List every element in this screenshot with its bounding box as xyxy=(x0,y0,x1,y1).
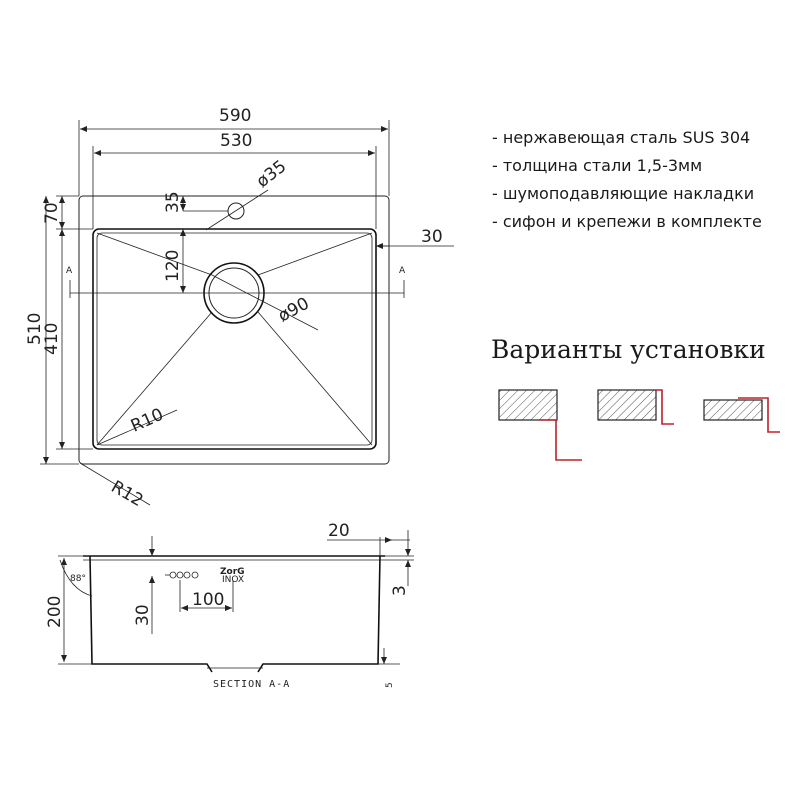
svg-text:INOX: INOX xyxy=(222,575,244,585)
dim-hole-diameter: ø35 xyxy=(253,156,291,191)
dim-drain-offset: 120 xyxy=(163,250,183,282)
dim-rim-height: 70 xyxy=(42,202,62,224)
section-marker-right: A xyxy=(399,266,406,276)
feature-item: - нержавеющая сталь SUS 304 xyxy=(492,128,751,147)
dim-outer-depth: 510 xyxy=(25,313,45,345)
inner-bowl-edge xyxy=(96,232,373,446)
dim-inner-radius: R10 xyxy=(128,405,167,437)
dim-side-gap: 30 xyxy=(421,227,443,247)
install-title: Варианты установки xyxy=(491,335,766,364)
dim-outer-width: 590 xyxy=(219,106,251,126)
section-rim-step: 20 xyxy=(328,521,350,541)
dim-hole-offset: 35 xyxy=(163,191,183,213)
top-view: A A 590 530 ø35 35 120 70 510 4 xyxy=(25,106,454,511)
section-height: 200 xyxy=(45,596,65,628)
section-bottom-step: 5 xyxy=(385,682,395,688)
install-variant-undermount xyxy=(498,389,582,461)
inner-bowl xyxy=(92,228,377,450)
overflow-holes-icon xyxy=(165,571,199,579)
dim-inner-depth: 410 xyxy=(42,323,62,355)
feature-item: - сифон и крепежи в комплекте xyxy=(492,212,762,231)
section-angle: 88° xyxy=(70,574,86,584)
feature-item: - толщина стали 1,5-3мм xyxy=(492,156,703,175)
feature-list: - нержавеющая сталь SUS 304 - толщина ст… xyxy=(492,124,762,236)
brand-logo: ZorG INOX xyxy=(220,567,245,585)
section-drain-height: 30 xyxy=(133,604,153,626)
svg-text:ZorG: ZorG xyxy=(220,567,245,577)
install-variant-flush xyxy=(597,389,674,425)
install-variant-overmount xyxy=(703,397,780,433)
section-lip: 3 xyxy=(390,585,410,596)
dim-outer-radius: R12 xyxy=(108,477,147,511)
section-view: 88° 200 30 100 ZorG INOX 2 xyxy=(45,521,414,690)
dim-inner-width: 530 xyxy=(220,131,252,151)
section-drain-spacing: 100 xyxy=(192,590,224,610)
section-marker-left: A xyxy=(66,266,73,276)
install-variants xyxy=(498,389,780,461)
feature-item: - шумоподавляющие накладки xyxy=(492,184,755,203)
section-label: SECTION A-A xyxy=(213,679,290,690)
dim-drain-diameter: ø90 xyxy=(275,294,313,327)
outer-rim xyxy=(78,195,390,465)
